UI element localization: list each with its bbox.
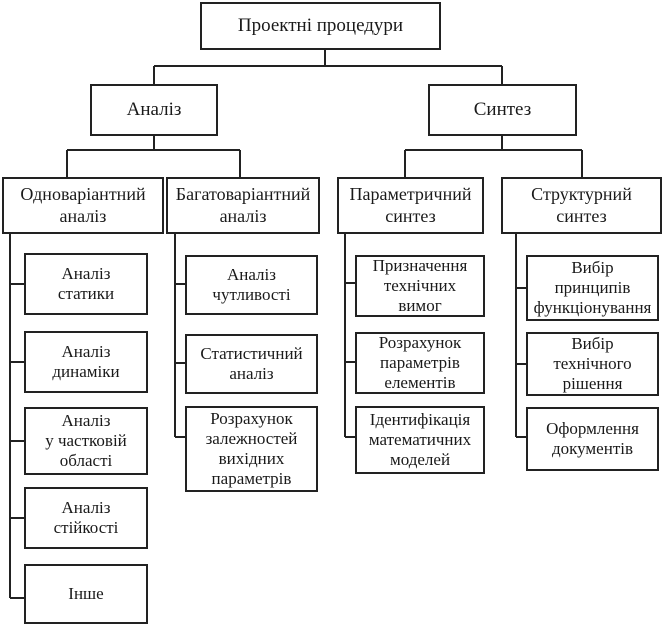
node-synthesis: Синтез (428, 84, 577, 136)
node-parametric-synthesis: Параметричний синтез (337, 177, 484, 234)
node-statistical-analysis: Статистичний аналіз (185, 334, 318, 394)
node-multi-variant-analysis: Багатоваріантний аналіз (166, 177, 320, 234)
node-operation-principles: Вибір принципів функціонування (526, 255, 659, 321)
node-structural-synthesis: Структурний синтез (501, 177, 662, 234)
node-model-identification: Ідентифікація математичних моделей (355, 406, 485, 474)
node-analysis: Аналіз (90, 84, 218, 136)
node-design-procedures: Проектні процедури (200, 2, 441, 50)
node-stability-analysis: Аналіз стійкості (24, 487, 148, 549)
node-documentation: Оформлення документів (526, 407, 659, 471)
node-technical-solution: Вибір технічного рішення (526, 332, 659, 396)
node-output-dependencies: Розрахунок залежностей вихідних параметр… (185, 406, 318, 492)
node-element-parameters: Розрахунок параметрів елементів (355, 332, 485, 394)
node-technical-requirements: Призначення технічних вимог (355, 255, 485, 317)
node-dynamics-analysis: Аналіз динаміки (24, 331, 148, 393)
node-sensitivity-analysis: Аналіз чутливості (185, 255, 318, 315)
node-partial-domain-analysis: Аналіз у частковій області (24, 407, 148, 475)
node-other: Інше (24, 564, 148, 624)
node-single-variant-analysis: Одноваріантний аналіз (2, 177, 164, 234)
node-static-analysis: Аналіз статики (24, 253, 148, 315)
